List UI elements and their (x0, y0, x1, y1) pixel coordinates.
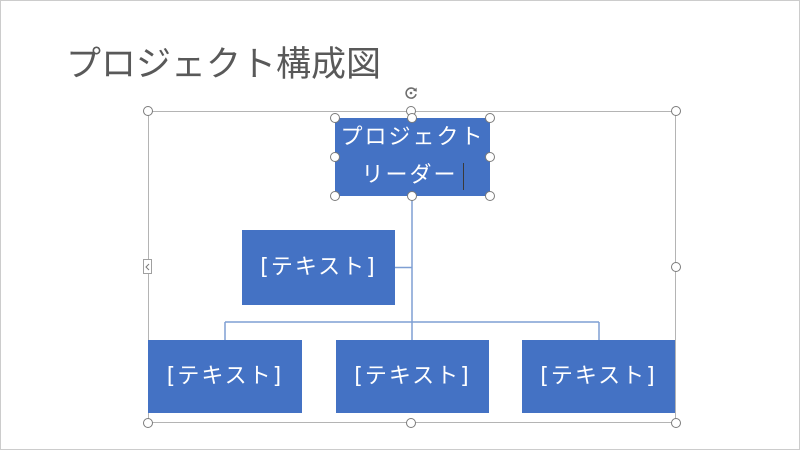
chevron-left-icon (145, 263, 150, 270)
shape-handle-top-left[interactable] (330, 113, 340, 123)
assistant-shape-label: [テキスト] (260, 254, 377, 280)
rotate-icon (405, 87, 417, 99)
text-pane-toggle[interactable] (143, 259, 152, 274)
shape-handle-bottom-right[interactable] (485, 191, 495, 201)
frame-handle-bottom-center[interactable] (406, 418, 416, 428)
child-shape-label: [テキスト] (354, 363, 471, 389)
rotation-handle[interactable] (404, 85, 418, 99)
shape-handle-top-right[interactable] (485, 113, 495, 123)
leader-shape[interactable]: プロジェクト リーダー (335, 118, 490, 196)
leader-text-line-2: リーダー (361, 157, 464, 195)
leader-text-line-2-text: リーダー (361, 163, 458, 188)
slide-title[interactable]: プロジェクト構成図 (66, 45, 382, 85)
child-shape-label: [テキスト] (540, 363, 657, 389)
child-shape-label: [テキスト] (166, 363, 284, 389)
frame-handle-middle-right[interactable] (671, 262, 681, 272)
frame-handle-top-right[interactable] (671, 106, 681, 116)
leader-text-line-1: プロジェクト (340, 125, 485, 150)
shape-handle-bottom-center[interactable] (407, 191, 417, 201)
shape-handle-bottom-left[interactable] (330, 191, 340, 201)
child-shape-right[interactable]: [テキスト] (522, 340, 675, 413)
assistant-shape[interactable]: [テキスト] (242, 230, 395, 305)
text-cursor (462, 162, 464, 190)
child-shape-center[interactable]: [テキスト] (336, 340, 489, 413)
frame-handle-top-left[interactable] (143, 106, 153, 116)
child-shape-left[interactable]: [テキスト] (148, 340, 302, 413)
frame-handle-bottom-right[interactable] (671, 418, 681, 428)
frame-handle-bottom-left[interactable] (143, 418, 153, 428)
shape-handle-middle-left[interactable] (330, 152, 340, 162)
shape-handle-top-center[interactable] (407, 113, 417, 123)
shape-handle-middle-right[interactable] (485, 152, 495, 162)
